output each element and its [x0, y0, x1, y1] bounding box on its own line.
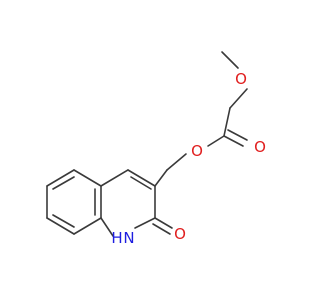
bond-c7-c8 [46, 217, 75, 235]
bond-c5-c6 [46, 169, 75, 187]
atom-nh-n: N [123, 229, 134, 247]
bond-carbonyl-double-1 [223, 135, 244, 147]
bond-c7-c8-inner [52, 214, 75, 228]
atom-nh-h: H [111, 229, 122, 247]
atom-labels: O O O O H N [111, 70, 266, 247]
molecule-canvas: O O O O H N [46, 51, 266, 247]
atom-ester-o: O [191, 142, 203, 160]
bond-methyl-o [221, 51, 239, 69]
bond-c5-c6-inner [52, 176, 75, 190]
bond-c8-c8a [73, 217, 102, 235]
atom-carbonyl-o: O [254, 138, 266, 156]
bond-c4-c3-inner [130, 176, 152, 190]
bond-c2-n1 [134, 217, 156, 229]
molecule-structure: O O O O H N [46, 51, 266, 247]
bond-c2-o [154, 217, 173, 229]
bond-ch2-ring [154, 169, 168, 187]
atom-methoxy-o: O [235, 70, 247, 88]
bond-ch2-carbonyl [223, 107, 231, 137]
atom-lactam-o: O [174, 225, 186, 243]
bond-c2-o-2 [152, 223, 171, 235]
bond-lines [46, 51, 248, 237]
bond-o-ch2 [229, 88, 248, 109]
bond-n1-c8a [100, 217, 114, 237]
bond-c4a-c4 [100, 169, 129, 187]
bond-carbonyl-double-2 [227, 129, 248, 141]
bond-c4-c3 [127, 169, 156, 187]
bond-c4a-c5 [73, 169, 102, 187]
bond-carbonyl-ester-o [207, 135, 225, 147]
bond-ester-o-ch2 [166, 153, 187, 171]
